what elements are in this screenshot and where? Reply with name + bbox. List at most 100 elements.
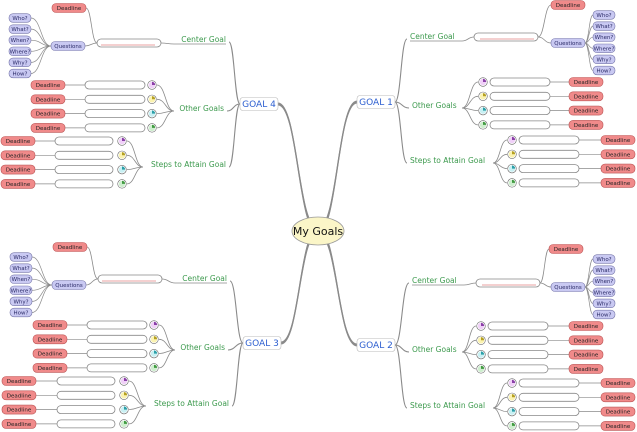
deadline-tag[interactable]: Deadline [600, 163, 636, 174]
blank-entry-field[interactable] [56, 390, 116, 400]
blank-entry-field[interactable] [489, 120, 551, 130]
blank-entry-field[interactable] [84, 94, 146, 104]
deadline-tag[interactable]: Deadline [600, 392, 636, 403]
questions-node[interactable]: Questions [550, 282, 586, 292]
blank-entry-field[interactable] [54, 150, 114, 160]
deadline-tag[interactable]: Deadline [600, 378, 636, 388]
center-goal-label[interactable]: Center Goal [410, 32, 455, 41]
deadline-tag[interactable]: Deadline [30, 108, 66, 119]
blank-entry-field[interactable] [84, 123, 146, 133]
other-goals-label[interactable]: Other Goals [412, 345, 457, 354]
deadline-tag[interactable]: Deadline [0, 179, 36, 189]
deadline-tag[interactable]: Deadline [0, 150, 36, 161]
deadline-tag[interactable]: Deadline [568, 105, 604, 116]
question-chip[interactable]: Why? [592, 298, 616, 309]
steps-label[interactable]: Steps to Attain Goal [410, 401, 485, 410]
question-chip[interactable]: What? [592, 21, 616, 31]
blank-entry-field[interactable] [518, 392, 580, 402]
questions-node[interactable]: Questions [550, 38, 586, 48]
deadline-tag[interactable]: Deadline [32, 348, 68, 359]
blank-entry-field[interactable] [489, 91, 551, 101]
blank-entry-field[interactable] [86, 334, 148, 344]
blank-entry-field[interactable] [86, 320, 148, 330]
blank-entry-field[interactable] [518, 149, 580, 159]
deadline-tag[interactable]: Deadline [568, 349, 604, 360]
deadline-tag[interactable]: Deadline [0, 164, 36, 175]
deadline-tag[interactable]: Deadline [32, 320, 68, 330]
deadline-tag[interactable]: Deadline [32, 334, 68, 345]
blank-entry-field[interactable] [84, 80, 146, 90]
blank-entry-field[interactable] [518, 407, 580, 417]
deadline-tag[interactable]: Deadline [568, 91, 604, 102]
center-goal-label[interactable]: Center Goal [182, 274, 227, 283]
deadline-tag[interactable]: Deadline [30, 94, 66, 105]
deadline-tag[interactable]: Deadline [600, 406, 636, 417]
deadline-tag[interactable]: Deadline [30, 123, 66, 133]
blank-entry-field[interactable] [54, 165, 114, 175]
question-chip[interactable]: When? [9, 274, 33, 284]
question-chip[interactable]: What? [9, 263, 33, 273]
question-chip[interactable]: How? [9, 307, 33, 318]
other-goals-label[interactable]: Other Goals [412, 101, 457, 110]
deadline-tag[interactable]: Deadline [568, 335, 604, 346]
question-chip[interactable]: Who? [592, 254, 616, 264]
blank-entry-field[interactable] [518, 164, 580, 174]
question-chip[interactable]: How? [592, 65, 616, 76]
question-chip[interactable]: When? [592, 32, 616, 42]
center-goal-label[interactable]: Center Goal [181, 35, 226, 44]
blank-entry-field[interactable] [518, 421, 580, 431]
blank-entry-field[interactable] [84, 109, 146, 118]
root-topic[interactable]: My Goals [291, 216, 345, 246]
question-chip[interactable]: Why? [592, 54, 616, 64]
question-chip[interactable]: Who? [592, 10, 616, 20]
deadline-tag[interactable]: Deadline [32, 363, 68, 373]
steps-label[interactable]: Steps to Attain Goal [410, 156, 485, 165]
other-goals-label[interactable]: Other Goals [179, 104, 224, 113]
deadline-tag[interactable]: Deadline [568, 364, 604, 374]
question-chip[interactable]: Where? [8, 46, 32, 56]
blank-entry-field[interactable] [56, 405, 116, 415]
center-goal-label[interactable]: Center Goal [412, 276, 457, 285]
questions-node[interactable]: Questions [51, 280, 87, 290]
question-chip[interactable]: Where? [592, 287, 616, 297]
blank-entry-field[interactable] [86, 349, 148, 359]
question-chip[interactable]: What? [592, 265, 616, 275]
blank-entry-field[interactable] [54, 136, 114, 146]
deadline-tag[interactable]: Deadline [600, 135, 636, 145]
blank-entry-field[interactable] [487, 364, 549, 374]
goal-node-3[interactable]: GOAL 3 [242, 336, 282, 350]
blank-entry-field[interactable] [54, 179, 114, 189]
question-chip[interactable]: Where? [592, 43, 616, 53]
goal-node-2[interactable]: GOAL 2 [356, 338, 396, 352]
blank-entry-field[interactable] [97, 274, 163, 284]
deadline-tag[interactable]: Deadline [1, 390, 37, 401]
blank-entry-field[interactable] [96, 38, 162, 48]
blank-entry-field[interactable] [518, 178, 580, 188]
blank-entry-field[interactable] [475, 278, 541, 288]
blank-entry-field[interactable] [518, 135, 580, 145]
deadline-tag[interactable]: Deadline [52, 242, 88, 252]
question-chip[interactable]: When? [8, 35, 32, 45]
deadline-tag[interactable]: Deadline [0, 136, 36, 146]
steps-label[interactable]: Steps to Attain Goal [151, 160, 226, 169]
deadline-tag[interactable]: Deadline [30, 80, 66, 90]
question-chip[interactable]: How? [8, 68, 32, 79]
goal-node-4[interactable]: GOAL 4 [239, 97, 279, 111]
steps-label[interactable]: Steps to Attain Goal [154, 399, 229, 408]
question-chip[interactable]: How? [592, 309, 616, 320]
deadline-tag[interactable]: Deadline [51, 3, 87, 13]
question-chip[interactable]: Who? [9, 252, 33, 262]
blank-entry-field[interactable] [518, 378, 580, 388]
deadline-tag[interactable]: Deadline [568, 77, 604, 87]
blank-entry-field[interactable] [487, 321, 549, 331]
deadline-tag[interactable]: Deadline [1, 404, 37, 415]
blank-entry-field[interactable] [489, 106, 551, 115]
question-chip[interactable]: Who? [8, 13, 32, 23]
deadline-tag[interactable]: Deadline [548, 244, 584, 254]
blank-entry-field[interactable] [86, 363, 148, 373]
blank-entry-field[interactable] [473, 32, 539, 42]
question-chip[interactable]: When? [592, 276, 616, 286]
blank-entry-field[interactable] [56, 376, 116, 386]
deadline-tag[interactable]: Deadline [550, 0, 586, 10]
deadline-tag[interactable]: Deadline [1, 419, 37, 429]
